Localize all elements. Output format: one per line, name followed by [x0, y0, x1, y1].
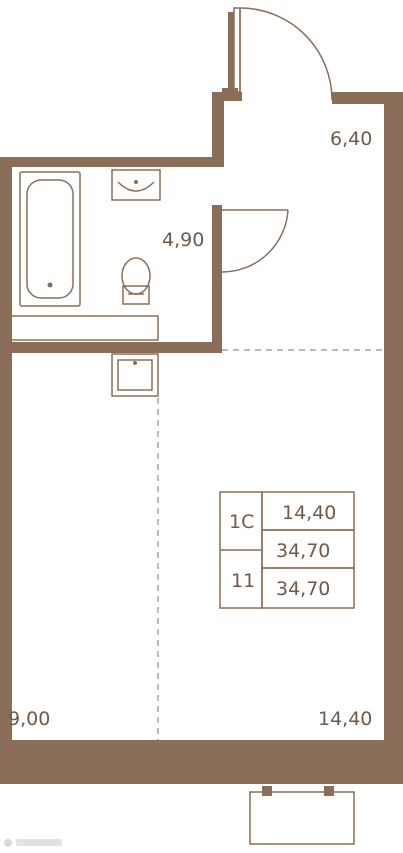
balcony-area: 6,40: [330, 128, 372, 150]
lower-balcony: [249, 786, 355, 845]
walls: [0, 12, 403, 784]
apartment-type: 1С: [229, 511, 254, 533]
counter: [9, 315, 159, 341]
toilet-icon: [121, 257, 151, 305]
living-area: 14,40: [318, 708, 372, 730]
total-area-value-2: 34,70: [276, 578, 330, 600]
sink-icon: [111, 169, 161, 201]
bathroom-door: [221, 209, 289, 273]
watermark-logo: [4, 839, 62, 847]
entry-door: [233, 7, 333, 101]
summary-table: 1С 11 14,40 34,70 34,70: [219, 491, 355, 609]
total-area-value: 34,70: [276, 540, 330, 562]
windows: [63, 744, 386, 779]
floor-number: 11: [231, 570, 255, 592]
zone-dividers: [157, 349, 384, 740]
bathroom-area: 4,90: [162, 229, 204, 251]
bathtub-icon: [19, 171, 81, 307]
kitchen-area: 9,00: [8, 708, 50, 730]
living-area-value: 14,40: [282, 502, 336, 524]
kitchen-sink-icon: [111, 353, 159, 397]
